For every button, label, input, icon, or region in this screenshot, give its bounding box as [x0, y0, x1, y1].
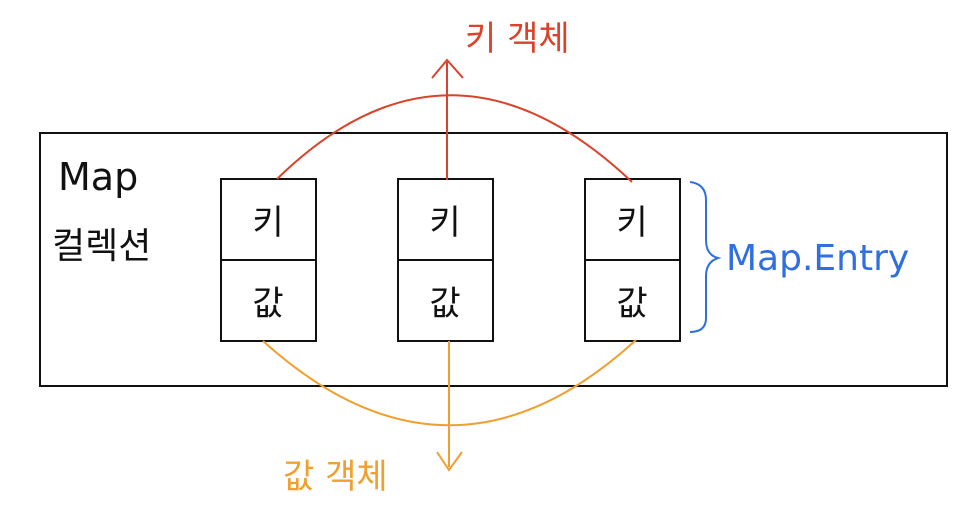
map-collection-label: Map	[58, 155, 138, 199]
entry-2-value-text: 값	[429, 284, 460, 324]
entry-1-value-text: 값	[252, 284, 283, 324]
value-arrow-head	[436, 451, 463, 472]
entry-2-value-cell	[397, 259, 494, 342]
map-entry-label: Map.Entry	[726, 238, 909, 279]
key-object-label: 키 객체	[465, 19, 570, 59]
key-arrow-head	[431, 58, 464, 79]
map-container	[39, 132, 948, 387]
entry-1-key-text: 키	[252, 203, 283, 243]
value-object-label: 값 객체	[283, 457, 388, 497]
entry-3: 키 값	[584, 178, 681, 342]
entry-2-key-text: 키	[429, 203, 460, 243]
map-collection-label-sub: 컬렉션	[52, 226, 151, 267]
entry-1-value-cell	[220, 259, 317, 342]
entry-2: 키 값	[397, 178, 494, 342]
key-arc	[276, 94, 633, 183]
entry-3-value-cell	[584, 259, 681, 342]
entry-brace	[689, 181, 722, 333]
entry-3-value-text: 값	[616, 284, 647, 324]
entry-1: 키 값	[220, 178, 317, 342]
entry-3-key-text: 키	[616, 203, 647, 243]
